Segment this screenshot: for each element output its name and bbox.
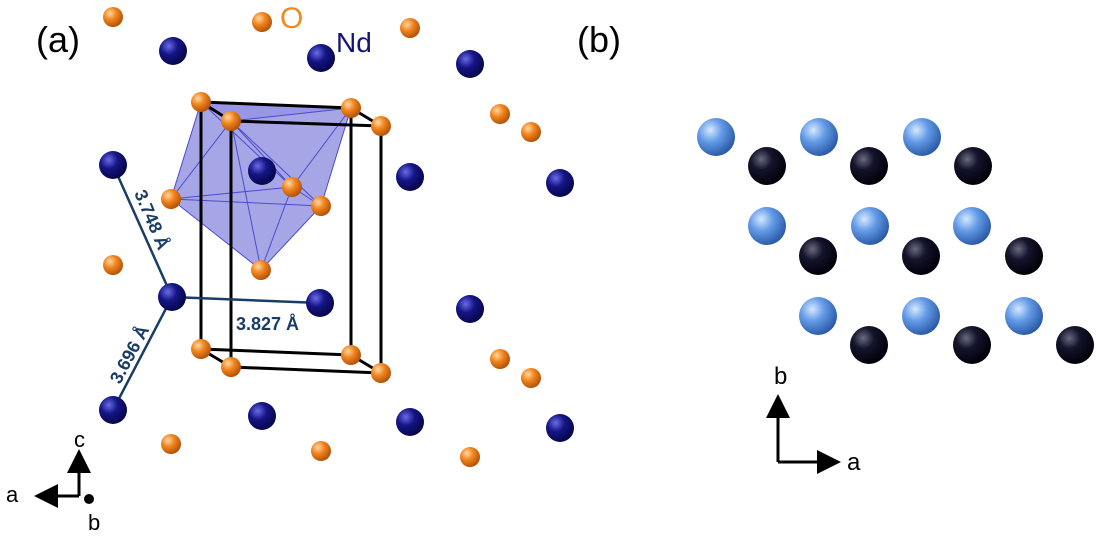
oxygen-atom [103, 255, 123, 275]
light-atom [953, 207, 991, 245]
oxygen-atom [460, 447, 480, 467]
oxygen-atom [521, 368, 541, 388]
oxygen-atom [161, 189, 181, 209]
light-atom [748, 207, 786, 245]
oxygen-atom [282, 177, 302, 197]
oxygen-atom [252, 12, 272, 32]
neodymium-atom [306, 289, 334, 317]
light-atom [902, 297, 940, 335]
b-axis-dot [84, 494, 94, 504]
oxygen-atom [341, 345, 361, 365]
light-atom [903, 118, 941, 156]
neodymium-atom [307, 44, 335, 72]
oxygen-atom [311, 441, 331, 461]
axis-triad-a: c a b [6, 427, 100, 535]
oxygen-atom [311, 196, 331, 216]
dark-atom [902, 237, 940, 275]
dark-atom [1056, 326, 1094, 364]
axis-label-c: c [74, 427, 85, 452]
light-atom [800, 118, 838, 156]
light-atom [1005, 297, 1043, 335]
oxygen-atom [400, 18, 420, 38]
neodymium-atom [158, 283, 186, 311]
axis-label-b2: b [774, 363, 787, 390]
panel-b: (b) b a [577, 19, 1094, 476]
oxygen-atom [103, 7, 123, 27]
panel-a-atoms [99, 7, 574, 467]
neodymium-atom [159, 37, 187, 65]
neodymium-atom [248, 157, 276, 185]
oxygen-atom [251, 260, 271, 280]
light-atom [799, 297, 837, 335]
dark-atom [799, 237, 837, 275]
oxygen-atom [490, 349, 510, 369]
neodymium-atom [456, 50, 484, 78]
dark-atom [850, 147, 888, 185]
dark-atom [850, 326, 888, 364]
oxygen-atom [371, 116, 391, 136]
axis-label-b: b [88, 510, 100, 535]
axis-label-a2: a [847, 449, 861, 476]
axis-label-a: a [6, 482, 19, 507]
oxygen-atom [191, 339, 211, 359]
panel-a-label: (a) [36, 19, 80, 60]
distance-label-3: 3.827 Å [236, 314, 299, 334]
oxygen-atom [490, 104, 510, 124]
dark-atom [954, 147, 992, 185]
oxygen-atom [221, 357, 241, 377]
neodymium-atom [248, 402, 276, 430]
panel-b-atoms [697, 118, 1094, 364]
oxygen-atom [371, 363, 391, 383]
polyhedron-edges [170, 101, 352, 271]
oxygen-atom [521, 122, 541, 142]
dark-atom [748, 147, 786, 185]
panel-a: (a) [6, 2, 574, 535]
dark-atom [1005, 237, 1043, 275]
oxygen-atom [221, 111, 241, 131]
neodymium-atom [396, 163, 424, 191]
neodymium-atom [99, 396, 127, 424]
legend-oxygen: O [280, 2, 303, 35]
oxygen-atom [341, 98, 361, 118]
unit-cell [199, 100, 383, 375]
coordination-polyhedron [170, 101, 352, 271]
neodymium-atom [546, 414, 574, 442]
oxygen-atom [161, 434, 181, 454]
axis-triad-b: b a [766, 363, 861, 476]
light-atom [851, 207, 889, 245]
light-atom [697, 118, 735, 156]
neodymium-atom [99, 151, 127, 179]
dark-atom [953, 326, 991, 364]
neodymium-atom [456, 295, 484, 323]
distance-lines [111, 164, 321, 411]
neodymium-atom [396, 408, 424, 436]
legend-neodymium: Nd [336, 27, 372, 58]
oxygen-atom [191, 92, 211, 112]
neodymium-atom [546, 169, 574, 197]
panel-b-label: (b) [577, 19, 621, 60]
